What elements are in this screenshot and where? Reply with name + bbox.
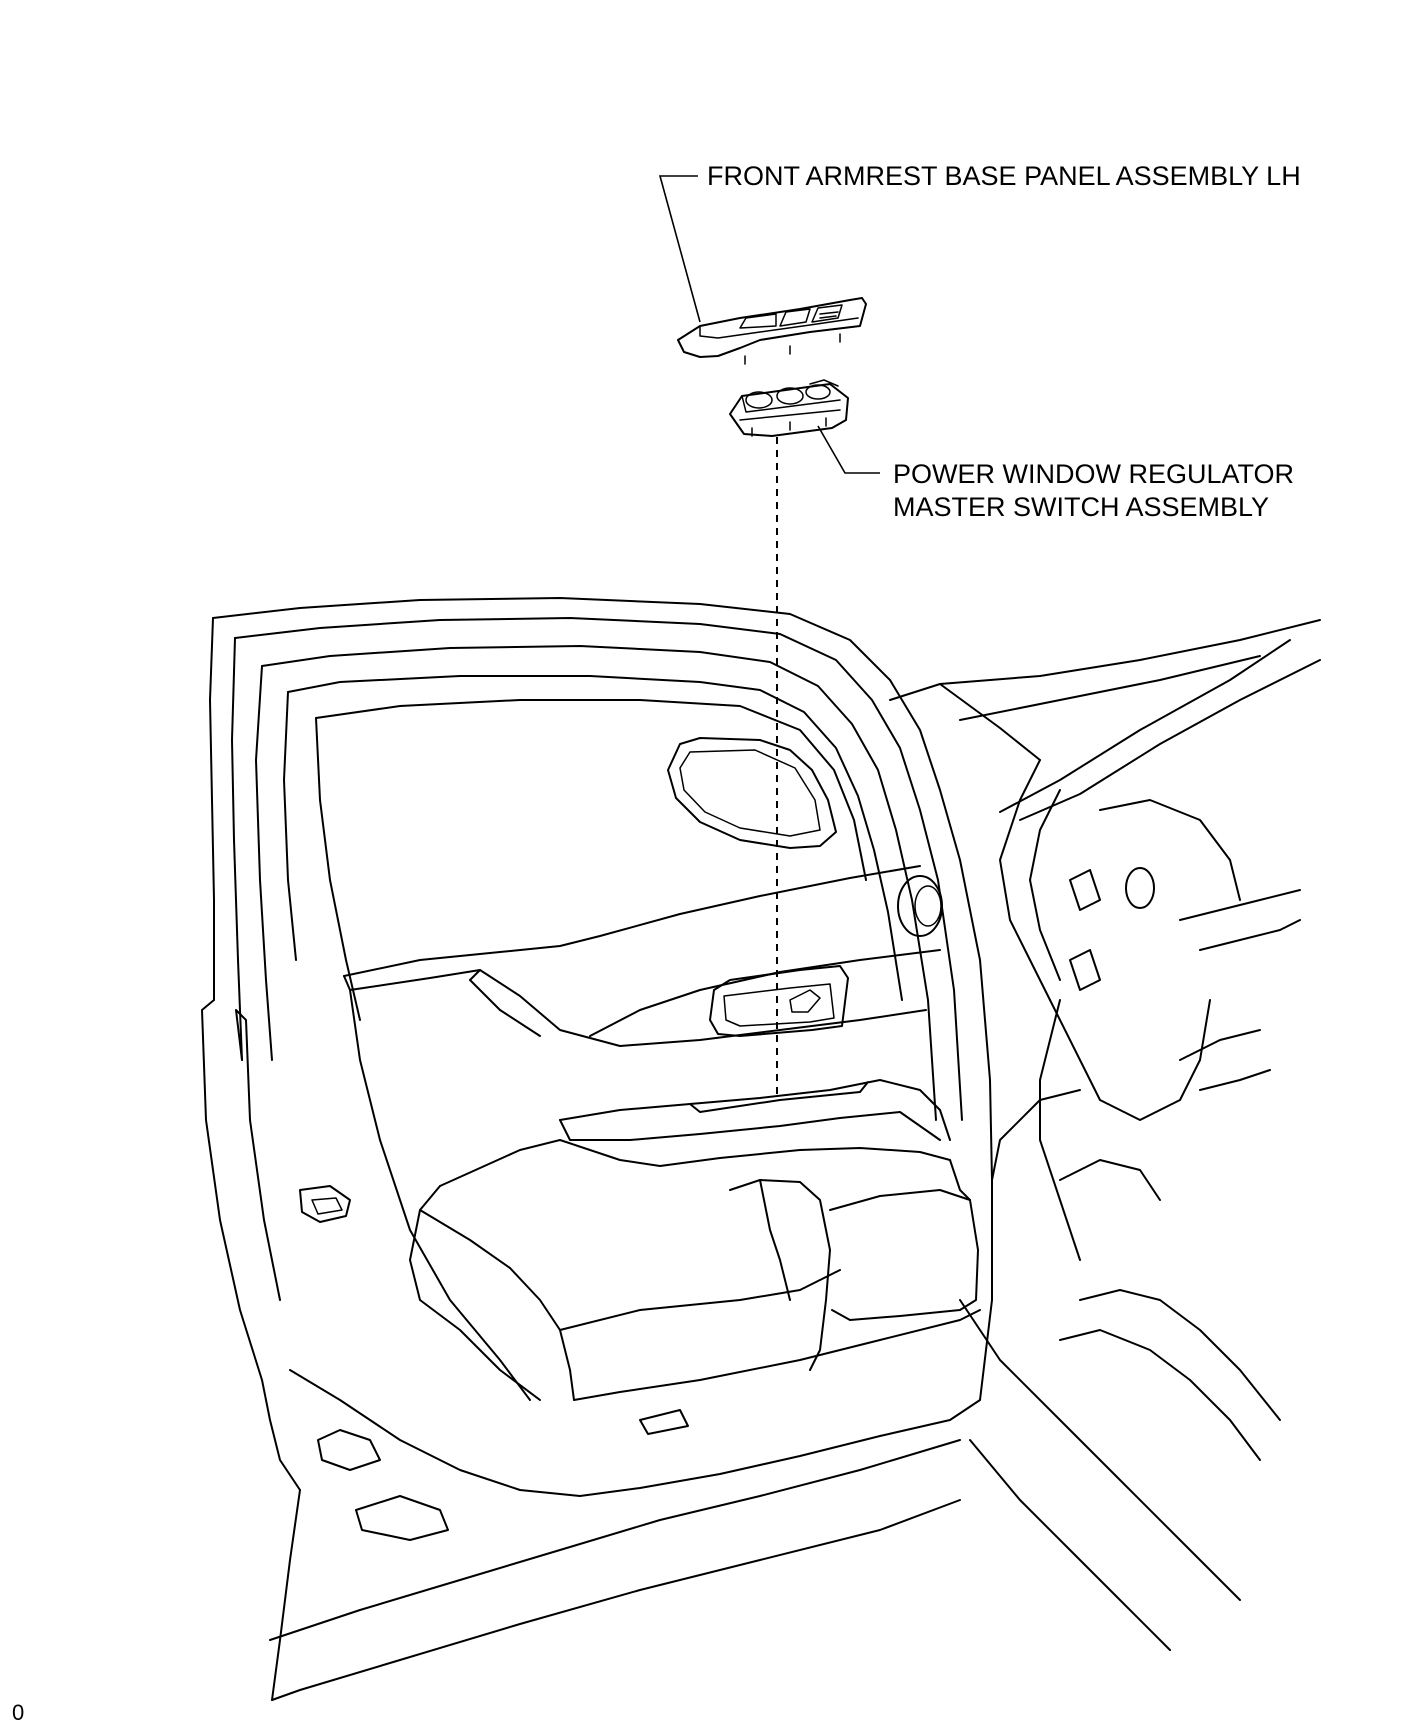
armrest-base-panel	[677, 297, 867, 365]
leader-lines	[658, 175, 880, 474]
switch-leader	[817, 425, 880, 474]
vehicle-body	[889, 619, 1321, 1651]
master-switch-label-line1: POWER WINDOW REGULATOR	[893, 459, 1295, 489]
armrest-panel-label: FRONT ARMREST BASE PANEL ASSEMBLY LH	[707, 161, 1301, 191]
figure-id: 0	[12, 1700, 25, 1725]
master-switch-label-line2: MASTER SWITCH ASSEMBLY	[893, 492, 1270, 522]
door-frame	[209, 597, 993, 1181]
mirror-bracket	[667, 737, 837, 849]
master-switch-assembly	[729, 379, 849, 437]
door-outer-shell	[269, 1185, 961, 1701]
armrest-leader	[658, 175, 701, 323]
door-trim-panel	[201, 865, 993, 1497]
